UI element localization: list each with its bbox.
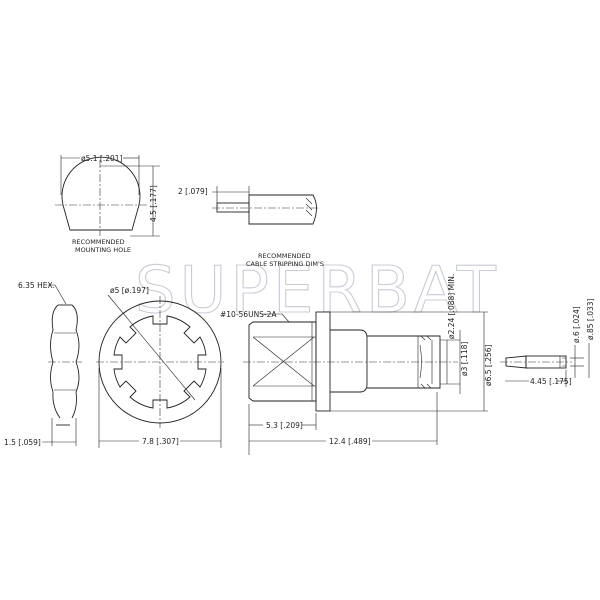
flange-diameter: ø6.5 [.256]	[484, 344, 493, 386]
pin-body-diameter: ø.85 [.033]	[586, 298, 595, 340]
hex-nut-thickness: 1.5 [.059]	[4, 438, 41, 447]
thread-spec: #10-56UNS-2A	[220, 310, 277, 319]
thread-length: 5.3 [.209]	[266, 421, 303, 430]
mounting-hole-caption-2: MOUNTING HOLE	[75, 246, 131, 254]
hex-nut-view: 6.35 HEX. 1.5 [.059]	[4, 281, 82, 447]
overall-length: 12.4 [.489]	[329, 437, 371, 446]
lock-washer-view: ø5 [ø.197] 7.8 [.307]	[96, 286, 224, 448]
cable-stripping-view: 2 [.079] RECOMMENDED CABLE STRIPPING DIM…	[178, 186, 324, 268]
mounting-hole-diameter: ø5.1 [.201]	[81, 154, 123, 163]
bore-diameter: ø3 [.118]	[460, 342, 469, 376]
pin-tip-diameter: ø.6 [.024]	[572, 306, 581, 343]
mounting-hole-caption-1: RECOMMENDED	[72, 238, 125, 246]
washer-outer-diameter: 7.8 [.307]	[142, 437, 179, 446]
stripping-caption-1: RECOMMENDED	[258, 252, 311, 260]
mounting-hole-flat: 4.5 [.177]	[149, 185, 158, 222]
pin-length: 4.45 [.175]	[530, 377, 572, 386]
stripping-caption-2: CABLE STRIPPING DIM'S	[246, 260, 324, 268]
connector-body-view: #10-56UNS-2A ø6.5 [.256] ø3 [.118] ø2.24…	[220, 274, 493, 455]
bore-min-diameter: ø2.24 [.088] MIN.	[447, 274, 456, 339]
contact-pin-view: 4.45 [.175] ø.6 [.024] ø.85 [.033]	[500, 298, 595, 387]
stripping-length: 2 [.079]	[178, 187, 208, 196]
washer-inner-diameter: ø5 [ø.197]	[110, 286, 149, 295]
mounting-hole-view: ø5.1 [.201] 4.5 [.177] RECOMMENDED MOUNT…	[55, 154, 160, 254]
watermark: SUPERBAT	[135, 254, 500, 328]
hex-nut-hex-size: 6.35 HEX.	[18, 281, 55, 290]
